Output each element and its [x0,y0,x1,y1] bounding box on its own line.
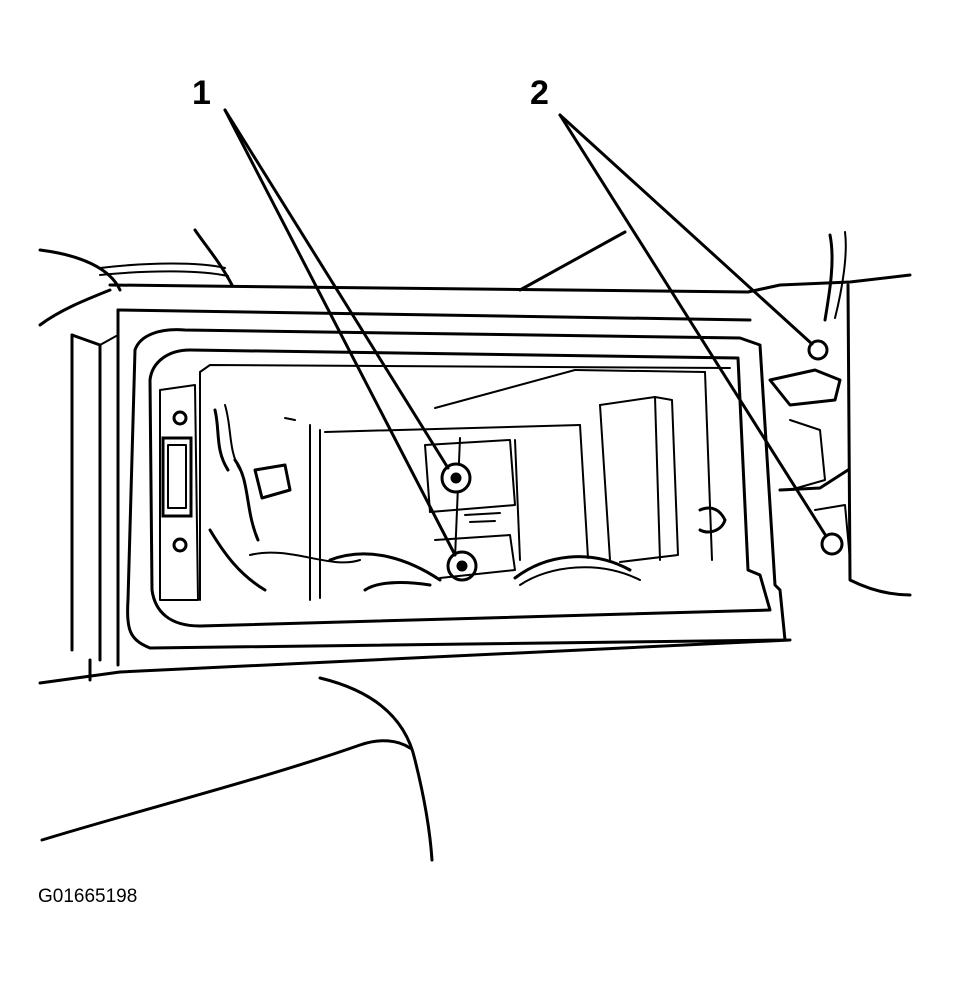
left-bracket [159,384,199,601]
left-side-panel [70,308,120,667]
leader-1b [223,108,457,557]
callout-label-2: 2 [530,74,549,112]
console-bezel [38,308,792,685]
figure-id-label: G01665198 [38,886,138,907]
leader-lines [223,108,828,557]
lower-fastener [820,532,844,556]
leader-2a [558,113,814,346]
leader-1a [223,108,450,470]
leader-2b [558,113,828,538]
upper-fastener [807,339,829,361]
callout-label-1: 1 [192,74,211,112]
wiring-harness [208,404,727,592]
module-fasteners [424,439,516,582]
lower-contour [40,676,434,862]
dashboard-outline [38,228,912,327]
right-side-assembly [768,231,912,597]
compartment-interior [199,364,731,601]
